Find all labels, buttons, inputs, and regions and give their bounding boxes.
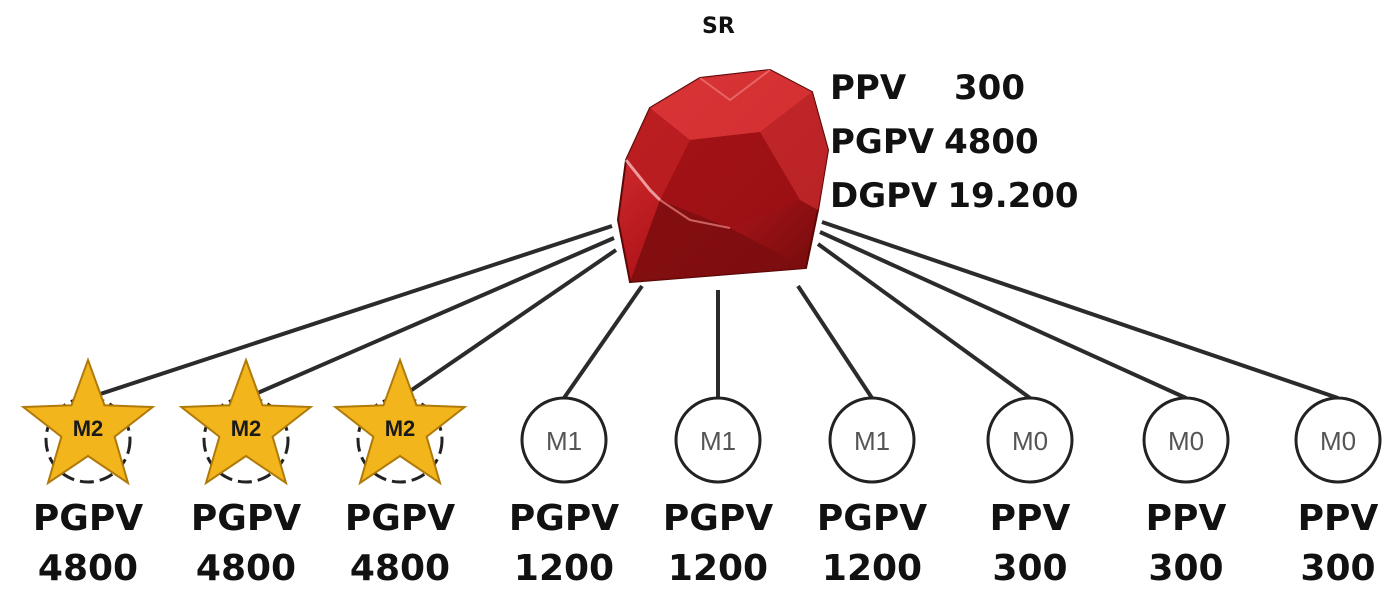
child-metric-label: PPV (1297, 498, 1379, 539)
child-node-7: M0 (986, 396, 1074, 484)
node-rank-label: M1 (854, 426, 890, 456)
root-stat-ppv: PPV 300 (830, 68, 1025, 108)
stat-value: 300 (954, 68, 1025, 108)
node-rank-label: M2 (73, 416, 104, 441)
node-rank-label: M2 (231, 416, 262, 441)
gem-shape (616, 68, 830, 284)
edge-line (816, 242, 1032, 400)
node-circle (828, 396, 916, 484)
node-circle (674, 396, 762, 484)
child-metric-label: PGPV (190, 498, 302, 539)
child-metric-value: 4800 (37, 548, 139, 589)
node-rank-label: M0 (1012, 426, 1048, 456)
child-metric-value: 1200 (667, 548, 769, 589)
stat-key: DGPV (830, 176, 938, 216)
edge-line (819, 230, 1187, 400)
child-metric-value: 300 (1148, 548, 1224, 589)
child-node-2: M2 (178, 357, 314, 486)
node-rank-label: M0 (1320, 426, 1356, 456)
star-icon (178, 357, 314, 486)
child-metric-value: 1200 (821, 548, 923, 589)
node-circle (1294, 396, 1382, 484)
child-node-1: M2 (20, 357, 156, 486)
child-node-6: M1 (828, 396, 916, 484)
node-rank-label: M0 (1168, 426, 1204, 456)
child-metric-label: PPV (1145, 498, 1227, 539)
child-metric-label: PGPV (508, 498, 620, 539)
edge-line (87, 224, 613, 400)
node-rank-label: M1 (546, 426, 582, 456)
stat-key: PGPV (830, 122, 935, 162)
child-node-9: M0 (1294, 396, 1382, 484)
edge-line (821, 220, 1339, 400)
child-node-3: M2 (332, 357, 468, 486)
node-rank-label: M1 (700, 426, 736, 456)
stat-value: 19.200 (947, 176, 1079, 216)
node-circle (520, 396, 608, 484)
stat-value: 4800 (944, 122, 1039, 162)
child-metric-value: 300 (1300, 548, 1376, 589)
star-icon (20, 357, 156, 486)
child-metric-label: PGPV (662, 498, 774, 539)
child-metric-label: PGPV (816, 498, 928, 539)
star-icon (332, 357, 468, 486)
stat-key: PPV (830, 68, 907, 108)
child-metric-value: 4800 (349, 548, 451, 589)
child-node-5: M1 (674, 396, 762, 484)
edge-line (398, 248, 618, 400)
edge-line (796, 284, 874, 400)
child-metric-value: 4800 (195, 548, 297, 589)
child-node-8: M0 (1142, 396, 1230, 484)
edge-line (245, 236, 615, 400)
node-rank-label: M2 (385, 416, 416, 441)
child-metric-value: 300 (992, 548, 1068, 589)
node-circle (1142, 396, 1230, 484)
child-metric-label: PGPV (32, 498, 144, 539)
node-circle (986, 396, 1074, 484)
child-node-4: M1 (520, 396, 608, 484)
child-metric-value: 1200 (513, 548, 615, 589)
child-metric-label: PGPV (344, 498, 456, 539)
root-label: SR (702, 14, 735, 39)
edge-line (562, 284, 644, 400)
child-metric-label: PPV (989, 498, 1071, 539)
